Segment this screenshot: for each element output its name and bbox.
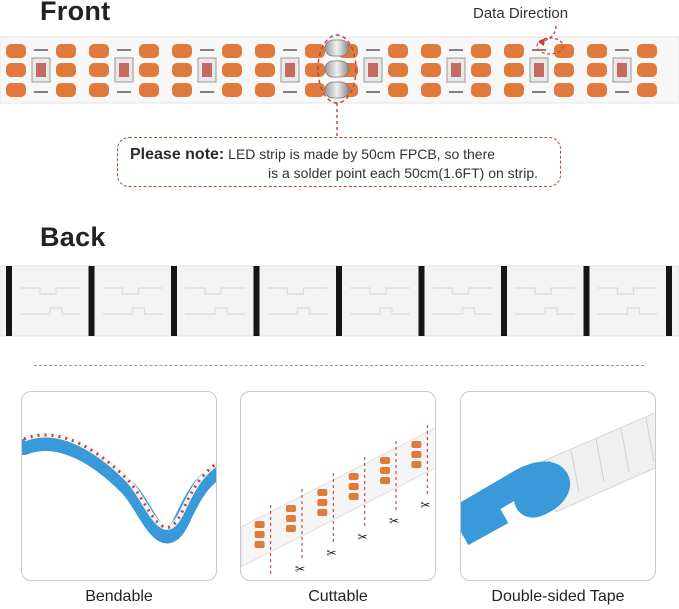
led-unit xyxy=(421,44,491,97)
cut-mark: ✂ xyxy=(254,505,274,581)
back-trace xyxy=(432,307,493,315)
back-trace xyxy=(20,307,80,315)
back-trace xyxy=(267,307,328,315)
front-strip xyxy=(0,25,679,137)
back-trace xyxy=(102,287,163,295)
back-trace xyxy=(432,287,493,295)
back-trace xyxy=(102,307,163,315)
back-trace xyxy=(350,287,410,295)
scissors-icon: ✂ xyxy=(389,514,399,528)
note-box: Please note: LED strip is made by 50cm F… xyxy=(117,137,561,187)
back-trace xyxy=(350,307,410,315)
back-segment-divider xyxy=(336,266,342,336)
led-unit xyxy=(504,44,574,97)
caption-bendable: Bendable xyxy=(85,588,153,605)
back-trace xyxy=(515,307,575,315)
led-unit xyxy=(6,44,76,97)
solder-point xyxy=(317,34,357,137)
back-segment-divider xyxy=(6,266,12,336)
back-strip xyxy=(0,265,679,337)
card-cuttable: ✂ ✂ ✂ ✂ ✂ ✂ xyxy=(240,391,436,581)
led-unit xyxy=(587,44,657,97)
scissors-icon: ✂ xyxy=(420,498,430,512)
note-text-1: LED strip is made by 50cm FPCB, so there xyxy=(228,146,496,162)
back-trace xyxy=(185,307,245,315)
back-trace xyxy=(597,287,658,295)
back-segment-divider xyxy=(88,266,95,336)
back-title: Back xyxy=(40,222,106,252)
card-bendable xyxy=(21,391,217,581)
note-line-1: Please note: LED strip is made by 50cm F… xyxy=(130,145,550,164)
note-text-2: is a solder point each 50cm(1.6FT) on st… xyxy=(268,165,539,181)
back-segment-divider xyxy=(583,266,590,336)
back-segment-divider xyxy=(171,266,177,336)
cut-mark: ✂ xyxy=(411,425,430,512)
bendable-strip-photo xyxy=(22,432,216,544)
scissors-icon: ✂ xyxy=(358,530,368,544)
divider xyxy=(34,365,644,366)
led-unit xyxy=(89,44,159,97)
data-direction-arrow xyxy=(536,25,564,55)
back-segment-divider xyxy=(666,266,672,336)
back-trace xyxy=(597,307,658,315)
card-tape xyxy=(460,391,656,581)
cuttable-strip-photo: ✂ ✂ ✂ ✂ ✂ ✂ xyxy=(241,425,435,581)
cut-mark: ✂ xyxy=(285,489,305,576)
cut-mark: ✂ xyxy=(317,473,336,560)
scissors-icon: ✂ xyxy=(295,562,305,576)
scissors-icon: ✂ xyxy=(326,546,336,560)
caption-tape: Double-sided Tape xyxy=(491,588,625,605)
back-trace xyxy=(185,287,245,295)
back-segment-divider xyxy=(501,266,507,336)
double-sided-tape-photo xyxy=(461,412,655,546)
front-title: Front xyxy=(40,0,111,26)
led-unit xyxy=(172,44,242,97)
back-trace xyxy=(20,287,80,295)
data-direction-label: Data Direction xyxy=(473,5,569,22)
cut-mark: ✂ xyxy=(348,457,368,544)
caption-cuttable: Cuttable xyxy=(308,588,368,605)
scissors-icon: ✂ xyxy=(264,578,274,581)
back-segment-divider xyxy=(253,266,260,336)
back-segment-divider xyxy=(418,266,425,336)
back-trace xyxy=(267,287,328,295)
back-trace xyxy=(515,287,575,295)
note-label: Please note: xyxy=(130,146,225,163)
cut-mark: ✂ xyxy=(380,441,399,528)
